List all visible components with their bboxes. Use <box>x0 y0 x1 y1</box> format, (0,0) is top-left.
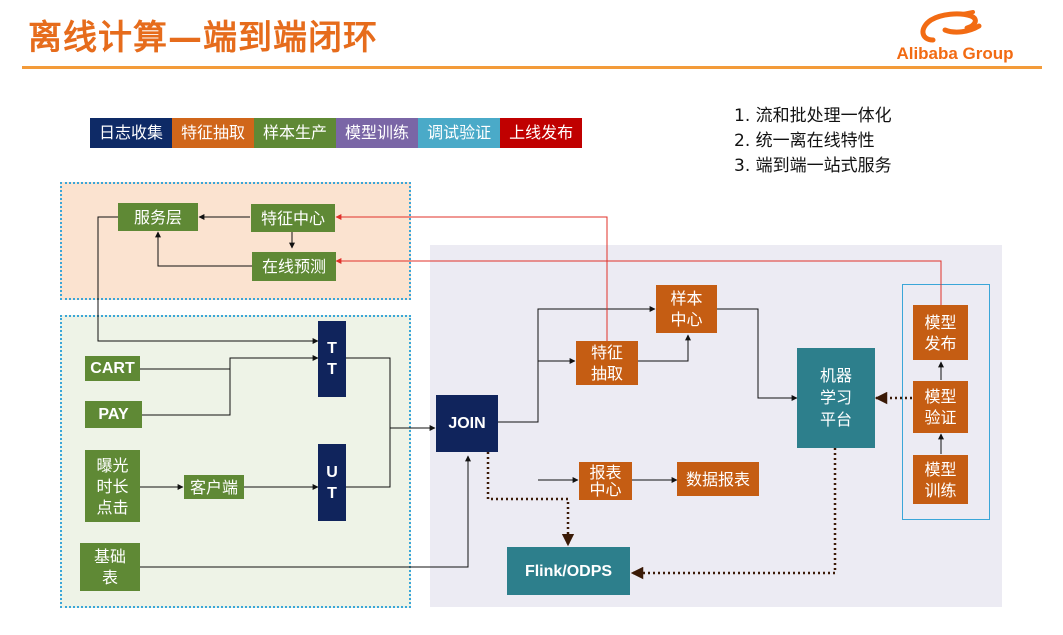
model-release-node: 模型 发布 <box>913 305 968 360</box>
key-point: 3. 端到端一站式服务 <box>734 156 892 176</box>
online-region <box>60 182 411 300</box>
client-node: 客户端 <box>184 475 244 499</box>
exposure-node: 曝光 时长 点击 <box>85 450 140 522</box>
model-cycle-region <box>902 284 990 520</box>
online-predict-node: 在线预测 <box>252 252 336 281</box>
flink-odps-node: Flink/ODPS <box>507 547 630 595</box>
key-point: 2. 统一离在线特性 <box>734 131 875 151</box>
sample-center-node: 样本 中心 <box>656 285 717 333</box>
model-verify-node: 模型 验证 <box>913 381 968 433</box>
tag-debug-verify: 调试验证 <box>418 118 501 148</box>
key-point: 1. 流和批处理一体化 <box>734 106 892 126</box>
cart-node: CART <box>85 356 140 381</box>
join-node: JOIN <box>436 395 498 452</box>
report-center-node: 报表 中心 <box>579 462 632 500</box>
alibaba-logo: Alibaba Group <box>875 10 1035 68</box>
title-divider <box>22 66 1042 69</box>
pipeline-tags: 日志收集 特征抽取 样本生产 模型训练 调试验证 上线发布 <box>90 118 583 148</box>
pay-node: PAY <box>85 401 142 428</box>
alibaba-smile-icon <box>920 10 982 43</box>
feature-center-node: 特征中心 <box>251 204 335 232</box>
tag-log-collect: 日志收集 <box>90 118 173 148</box>
model-train-node: 模型 训练 <box>913 455 968 504</box>
ml-platform-node: 机器 学习 平台 <box>797 348 875 448</box>
key-points-list: 1. 流和批处理一体化 2. 统一离在线特性 3. 端到端一站式服务 <box>734 104 892 179</box>
tag-model-train: 模型训练 <box>336 118 419 148</box>
logo-text: Alibaba Group <box>896 44 1014 63</box>
tt-queue-node: T T <box>318 321 346 397</box>
page-title: 离线计算—端到端闭环 <box>28 18 378 58</box>
base-table-node: 基础 表 <box>80 543 140 591</box>
tag-feature-extract: 特征抽取 <box>172 118 255 148</box>
feature-extract-node: 特征 抽取 <box>576 341 638 385</box>
tag-sample-produce: 样本生产 <box>254 118 337 148</box>
service-layer-node: 服务层 <box>118 203 198 231</box>
tag-online-release: 上线发布 <box>500 118 583 148</box>
data-report-node: 数据报表 <box>677 462 759 496</box>
ut-queue-node: U T <box>318 444 346 521</box>
